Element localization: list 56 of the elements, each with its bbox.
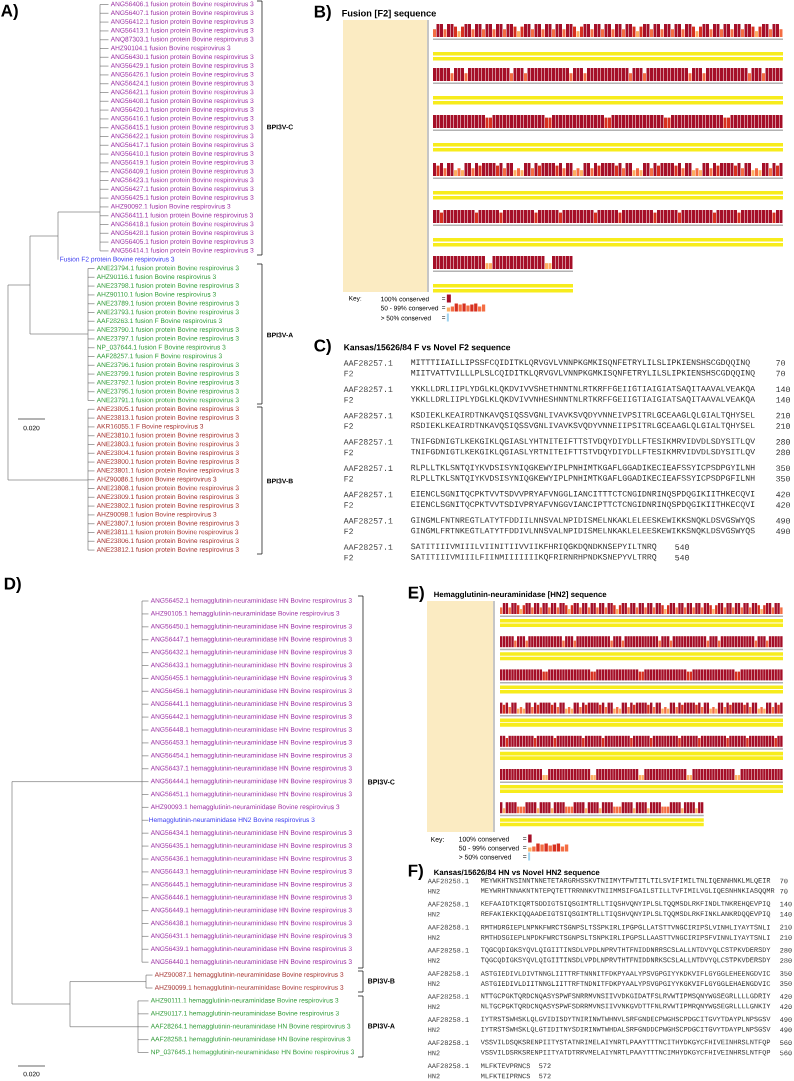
sequence-text: SATITIIIVMIIILVIINITIIVVIIKFHRIQGKDQNDKNSEPYILTNRQ — [411, 543, 657, 551]
sequence-text: GINGMLFRTNKEGTLATYTFDDIVLNNSVALNPIDISMELNKAKLELEESKEWIKKSNQKLDSVGSWYQS — [411, 527, 755, 535]
position-number: 490 — [776, 528, 790, 535]
position-number: 70 — [776, 370, 786, 377]
position-number: 210 — [776, 423, 790, 429]
sequence-name: F2 — [344, 423, 353, 429]
sequence-name: AAF28257.1 — [343, 412, 393, 419]
sequence-text: YKKLLDRLIIPLYDGLKLQKDVIVVSHETHNNTNLRTKRFFGEIIGTIAIGIATSAQITAAVALVEAKQA — [410, 385, 756, 393]
sequence-text: GINGMLFNTNREGTLATYTFDDIILNNSVALNPIDISMELNKAKLELEESKEWIKKSNQKLDSVGSWYQS — [411, 517, 755, 525]
sequence-text: SATITIIIVMIIILFIINMIIIIIIIKQFRIRNRHPNDKSNEPYVLTRRQ — [411, 554, 657, 562]
position-number: 540 — [675, 554, 689, 561]
sequence-text: MIITVATTVILLLPLSLCQIDITKLQRVGVLVNNPKGMKISQNFETRYLILSLIPKIENSHSCGDQQINQ — [411, 370, 755, 378]
sequence-text: MITTTIIAILLIPSSFCQIDITKLQRVGVLVNNPKGMKISQNFETRYLILSLIPKIENSHSCGDQQINQ — [411, 359, 750, 367]
sequence-text: TNIFGDNIGTLKEKGIKLQGIASLYHTNITEIFTTSTVDQYDIYDLLFTESIKMRVIDVDLSDYSITLQV — [411, 438, 756, 446]
sequence-name: AAF28257.1 — [343, 439, 393, 445]
sequence-name: F2 — [344, 449, 353, 456]
position-number: 140 — [776, 397, 790, 403]
sequence-text: RLPLLTKLSNTQIYKVDSISYNIQGKEWYIPLPNHIMTKGAFLGGADIKECIEAFSSYICPSDPGYILNH — [411, 464, 755, 472]
panel-letter: E) — [408, 586, 424, 602]
position-number: 420 — [776, 502, 790, 508]
panel-letter: F) — [408, 864, 423, 880]
sequence-text: RSDIEKLKEAIRDTNKAVQSIQSSVGNLIVAVKSVQDYVNNEIIPSITRLGCEAAGLQLGIALTQHYSEL — [411, 422, 755, 430]
sequence-name: AAF28257.1 — [343, 465, 393, 471]
sequence-text: TNIFGDNIGTLKEKGIKLQGIASLYRTNITEIFTTSTVDQYDIYDLLFTESIKMRVIDVDLSDYSITLQV — [411, 448, 756, 456]
sequence-name: F2 — [344, 502, 353, 508]
sequence-text: EIENCLSGNITQCPKTVVTSDIVPRYAFVNGGVIANCIPTTCTCNGIDNRINQSPDQGIKIITHKECQVI — [411, 501, 755, 509]
sequence-name: AAF28257.1 — [343, 544, 393, 550]
position-number: 350 — [776, 475, 790, 482]
position-number: 350 — [776, 465, 790, 471]
panel-title: Fusion [F2] sequence — [342, 9, 436, 19]
sequence-name: AAF28257.1 — [343, 491, 393, 498]
sequence-name: F2 — [344, 475, 353, 482]
sequence-name: AAF28257.1 — [343, 518, 393, 524]
panel-letter: D) — [4, 577, 21, 593]
position-number: 490 — [776, 518, 790, 524]
position-number: 210 — [776, 412, 790, 419]
sequence-text: EIENCLSGNITQCPKTVVTSDVVPRYAFVNGGLIANCITTTCTCNGIDNRINQSPDQGIKIITHKECQVI — [411, 491, 755, 499]
panel-title: Kansas/15626/84 F vs Novel F2 sequence — [344, 344, 511, 352]
position-number: 280 — [776, 449, 790, 456]
panel-letter: A) — [1, 4, 18, 20]
sequence-name: AAF28257.1 — [343, 360, 393, 366]
position-number: 540 — [675, 544, 689, 550]
sequence-name: F2 — [344, 554, 353, 561]
sequence-name: F2 — [344, 397, 353, 403]
panel-letter: B) — [314, 5, 331, 21]
panel-letter: C) — [314, 339, 331, 355]
position-number: 420 — [776, 491, 790, 498]
position-number: 140 — [776, 386, 790, 393]
sequence-text: RLPLLTKLSNTQIYKVDSISYNIQGKEWYIPLPNHIMTKGAFLGGADIKECIEAFSSYICPSDPGFILNH — [411, 475, 755, 483]
sequence-text: YKKLLDRLIIPLYDGLKLQKDVIVVNHESHNNTNLRTKRFFGEIIGTIAIGIATSAQITAAVALVEAKQA — [410, 396, 756, 404]
sequence-name: AAF28257.1 — [343, 386, 393, 393]
sequence-text: KSDIEKLKEAIRDTNKAVQSIQSSVGNLIVAVKSVQDYVNNEIVPSITRLGCEAAGLQLGIALTQHYSEL — [411, 412, 755, 420]
sequence-name: F2 — [344, 370, 353, 377]
sequence-name: F2 — [344, 528, 353, 535]
position-number: 70 — [776, 360, 786, 366]
position-number: 280 — [776, 439, 790, 445]
